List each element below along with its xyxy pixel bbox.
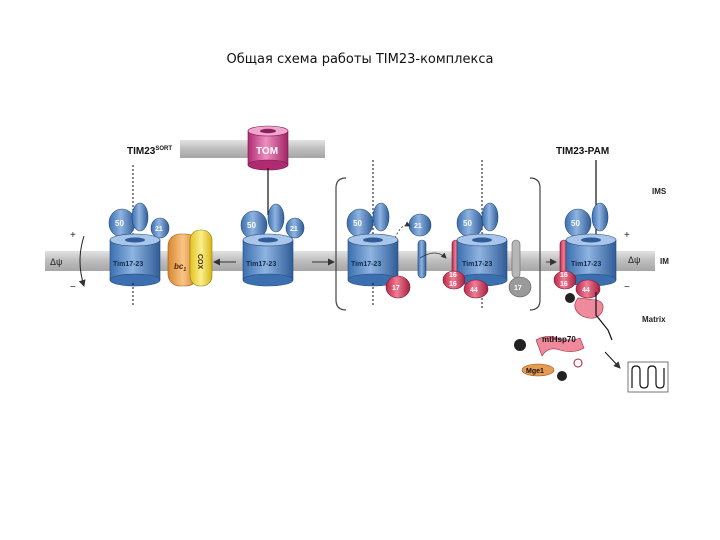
- tim50-label: 50: [247, 221, 256, 230]
- plus-sign-right: +: [624, 230, 630, 241]
- imported-preprotein: [604, 351, 669, 393]
- tim17-free-subunit: [508, 276, 532, 298]
- cox-label: COX: [196, 254, 203, 270]
- tim16-label-2: 16: [560, 281, 568, 288]
- bracket-right: [529, 177, 541, 311]
- tom-label: TOM: [256, 146, 278, 157]
- tim23-sort-label: TIM23SORT: [127, 146, 172, 157]
- tim50-label: 50: [463, 219, 472, 228]
- tim16-label-2: 16: [449, 281, 457, 288]
- tim23-release-tim21: 50 21 Tim17-23 17: [346, 160, 432, 305]
- tim23-tom-engaged: 50 21 Tim17-23: [240, 203, 305, 287]
- tim21-subunit: [150, 217, 170, 239]
- tim17-23-label: Tim17-23: [462, 261, 492, 268]
- tim44-subunit: [463, 279, 489, 299]
- tim17-23-label: Tim17-23: [113, 261, 143, 268]
- tim17-23-label: Tim17-23: [351, 261, 381, 268]
- delta-psi-label-left: Δψ: [50, 257, 62, 267]
- atp-icon: [514, 339, 526, 351]
- mthsp70-cycle: mtHsp70 Mge1: [514, 335, 585, 381]
- cox-complex: COX: [189, 229, 213, 287]
- im-label: IM: [660, 257, 669, 266]
- tim50-label: 50: [353, 219, 362, 228]
- tim17-free-label: 17: [514, 285, 522, 292]
- tim50-label: 50: [115, 219, 124, 228]
- tim23-pam-label: TIM23-PAM: [556, 146, 609, 157]
- tim21-label: 21: [155, 226, 163, 233]
- tim21-label: 21: [290, 226, 298, 233]
- tim21-label: 21: [414, 223, 422, 230]
- tim50-label: 50: [571, 219, 580, 228]
- adp-icon: [557, 371, 567, 381]
- tim44-subunit: [575, 279, 601, 299]
- tim23-sort-complex: 50 21 Tim17-23: [108, 165, 170, 305]
- minus-sign-right: −: [624, 282, 630, 293]
- minus-sign-left: −: [70, 282, 76, 293]
- tim17-23-label: Tim17-23: [571, 261, 601, 268]
- tim23-pam-assembly: 50 Tim17-23 16 16 44 17: [419, 160, 532, 310]
- tim16-label: 16: [449, 272, 457, 279]
- plus-sign-left: +: [70, 230, 76, 241]
- mthsp70-bound: [574, 297, 604, 319]
- tom-complex: TOM: [247, 125, 289, 171]
- tim17-label: 17: [392, 285, 400, 292]
- mthsp70-free: [535, 336, 585, 357]
- tim16-subunit: [442, 270, 466, 290]
- delta-psi-label-right: Δψ: [628, 255, 640, 265]
- tim17-23-label: Tim17-23: [246, 261, 276, 268]
- slide-title: Общая схема работы TIM23-комплекса: [226, 52, 494, 67]
- tim16-subunit: [553, 270, 577, 290]
- mthsp70-label: mtHsp70: [542, 335, 576, 344]
- mge1-label: Mge1: [526, 368, 544, 375]
- membrane-potential-left: + − Δψ: [50, 230, 86, 293]
- bc1-label: bc1: [174, 262, 186, 273]
- tim44-label: 44: [582, 287, 590, 294]
- tim21-subunit: [285, 217, 305, 239]
- bracket-left: [335, 177, 347, 311]
- tim44-label: 44: [470, 287, 478, 294]
- membrane-potential-right: + − Δψ: [624, 230, 640, 293]
- ims-label: IMS: [652, 187, 667, 196]
- tim23-pam-complex: 50 Tim17-23 16 16 44: [553, 160, 617, 341]
- tim16-label: 16: [560, 272, 568, 279]
- mge1-subunit: [521, 363, 555, 377]
- matrix-label: Matrix: [642, 315, 666, 324]
- tim17-subunit: [385, 275, 411, 299]
